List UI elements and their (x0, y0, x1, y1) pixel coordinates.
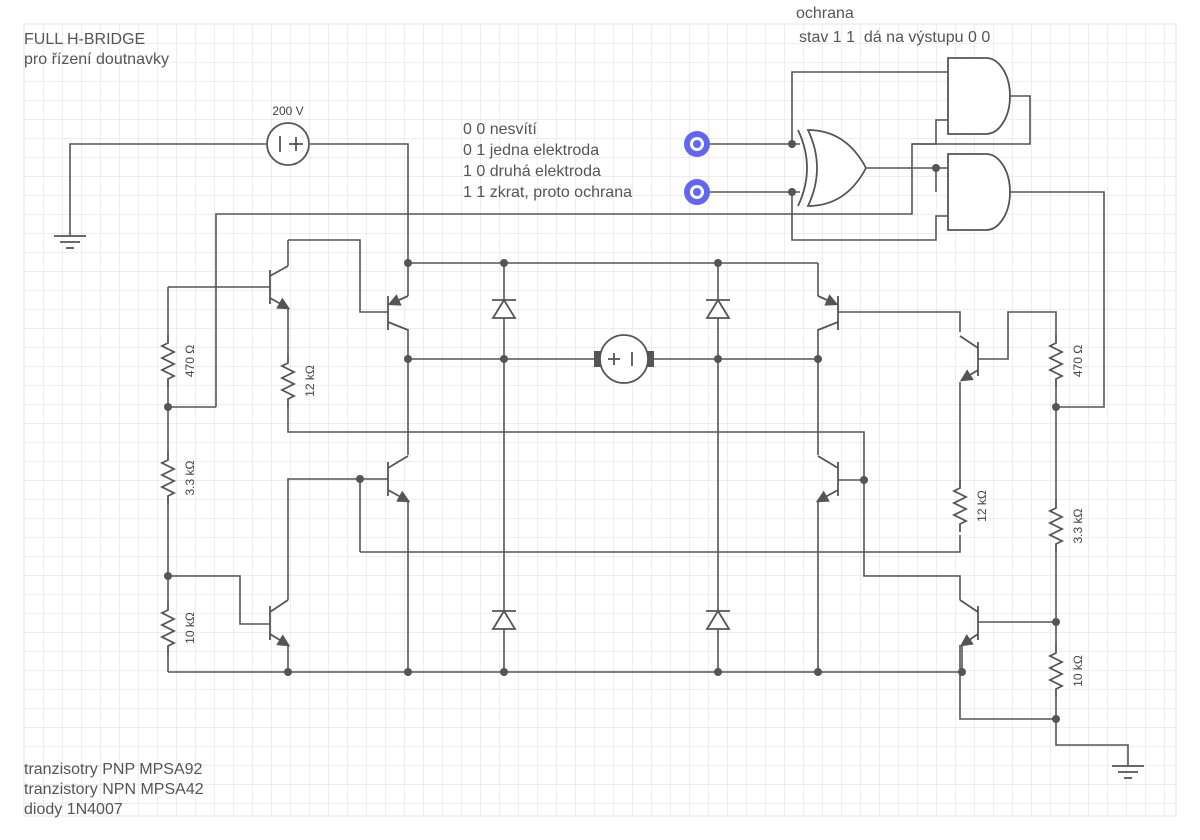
npn-transistor-icon (269, 599, 291, 647)
resistor-left-470-label: 470 Ω (183, 345, 197, 377)
resistor-right-12k-label: 12 kΩ (975, 490, 989, 522)
voltage-source-icon (266, 122, 310, 166)
ground-icon (1112, 765, 1144, 779)
supply-voltage-label: 200 V (272, 104, 303, 118)
pnp-transistor-icon (269, 265, 291, 310)
resistor-right-10k-label: 10 kΩ (1071, 655, 1085, 687)
xor-gate-icon (797, 129, 868, 207)
npn-transistor-icon (815, 455, 839, 503)
and-gate-icon (947, 57, 1011, 135)
truth-table-row: 0 0 nesvítí (463, 121, 537, 138)
parts-note-pnp: tranzisotry PNP MPSA92 (24, 761, 203, 778)
input-pin-icon[interactable] (684, 131, 710, 157)
resistor-left-12k-label: 12 kΩ (303, 365, 317, 397)
title-line-2: pro řízení doutnavky (24, 51, 169, 68)
truth-table-row: 1 0 druhá elektroda (463, 163, 601, 180)
protection-heading: ochrana (796, 5, 854, 22)
title-line-1: FULL H-BRIDGE (24, 31, 146, 48)
grid-background (24, 24, 1176, 816)
pnp-transistor-icon (387, 294, 409, 331)
parts-note-diodes: diody 1N4007 (24, 801, 123, 818)
truth-table-row: 0 1 jedna elektroda (463, 142, 600, 159)
junctions (164, 140, 1060, 723)
truth-table-row: 1 1 zkrat, proto ochrana (463, 184, 632, 201)
input-pin-icon[interactable] (684, 179, 710, 205)
resistor-left-10k-label: 10 kΩ (183, 612, 197, 644)
protection-note: stav 1 1 dá na výstupu 0 0 (799, 29, 991, 46)
pnp-transistor-icon (817, 294, 839, 331)
wires (69, 71, 1129, 765)
resistor-left-3k3-label: 3.3 kΩ (183, 460, 197, 495)
npn-transistor-icon (959, 599, 979, 647)
npn-transistor-icon (387, 455, 411, 503)
resistor-right-470-label: 470 Ω (1071, 345, 1085, 377)
parts-note-npn: tranzistory NPN MPSA42 (24, 781, 204, 798)
pnp-transistor-icon (959, 335, 979, 382)
dc-motor-icon (594, 334, 654, 384)
resistor-right-3k3-label: 3.3 kΩ (1071, 508, 1085, 543)
ground-icon (54, 235, 86, 249)
and-gate-icon (947, 153, 1011, 231)
